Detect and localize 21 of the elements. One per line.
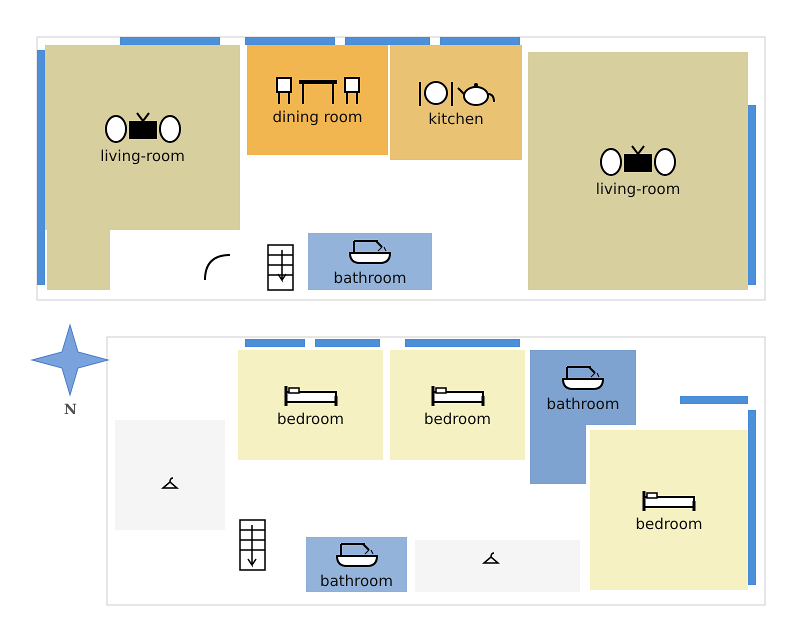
room-area <box>308 233 432 290</box>
room-label: bathroom <box>546 394 620 412</box>
room-area <box>45 45 240 230</box>
room-label: bedroom <box>635 515 703 533</box>
room-label: bathroom <box>320 572 393 590</box>
room-area <box>238 350 383 460</box>
room-area <box>390 350 525 460</box>
compass-label: N <box>64 402 77 418</box>
room-label: kitchen <box>428 110 484 128</box>
room-label: bedroom <box>276 410 344 428</box>
room-area <box>530 350 636 425</box>
room-area <box>590 430 748 590</box>
room-label: living-room <box>100 146 185 164</box>
room-area <box>306 537 407 592</box>
room-label: bedroom <box>424 410 492 428</box>
room-area <box>247 45 388 155</box>
room-label: dining room <box>272 108 362 126</box>
room-label: living-room <box>596 180 680 198</box>
room-area <box>528 52 748 290</box>
room-label: bathroom <box>334 268 406 286</box>
room-area <box>390 45 522 160</box>
